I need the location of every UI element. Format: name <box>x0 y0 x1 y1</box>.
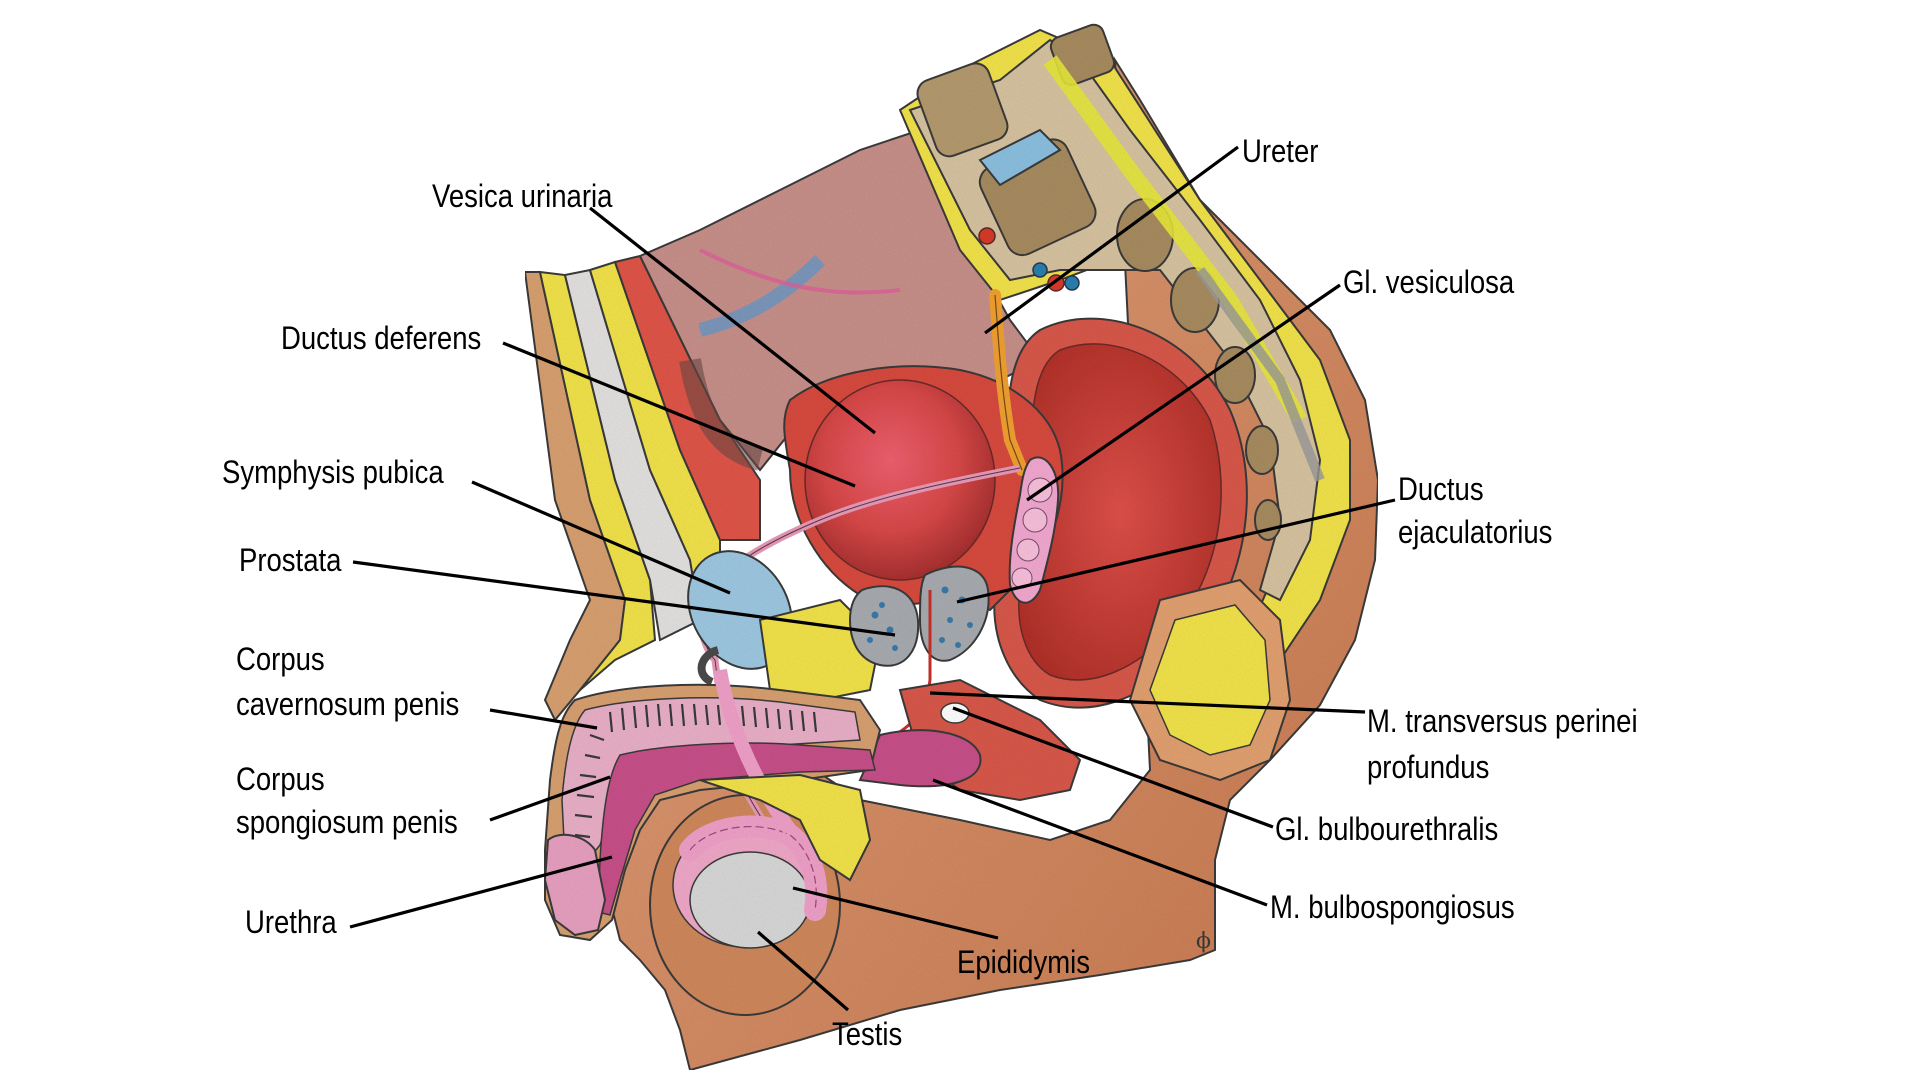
bladder-lumen <box>804 379 996 581</box>
label-vesica-urinaria: Vesica urinaria <box>432 179 613 214</box>
label-testis: Testis <box>832 1017 902 1052</box>
label-ductus-deferens: Ductus deferens <box>281 321 481 356</box>
epididymis-outline <box>689 825 817 911</box>
label-corpus-spongiosum-line2: spongiosum penis <box>236 805 458 840</box>
seminal-vesicle-lobe-3 <box>1016 538 1040 562</box>
leader-urethra <box>349 855 613 929</box>
vessel-artery-1 <box>978 227 996 245</box>
anal-sphincter-fat <box>1149 604 1271 756</box>
leader-gl-bulbourethralis <box>952 706 1274 829</box>
leader-corpus-spongiosum <box>489 775 611 822</box>
leader-vesica-urinaria <box>589 206 876 435</box>
leader-m-transversus <box>929 691 1366 714</box>
label-ductus-ejaculatorius-line2: ejaculatorius <box>1398 515 1552 550</box>
label-corpus-cavernosum-line2: cavernosum penis <box>236 687 459 722</box>
spinal-canal-gray <box>1195 267 1325 482</box>
label-gl-bulbourethralis: Gl. bulbourethralis <box>1275 812 1498 847</box>
label-m-transversus-line2: profundus <box>1367 750 1489 785</box>
perineal-fat <box>699 773 872 882</box>
artist-signature: ϕ <box>1196 929 1211 954</box>
testis-body <box>689 851 811 949</box>
label-prostata: Prostata <box>239 543 342 578</box>
sacral-segment-3 <box>1214 346 1256 404</box>
label-urethra: Urethra <box>245 905 337 940</box>
labels: Vesica urinaria Ductus deferens Symphysi… <box>222 134 1638 1052</box>
leader-testis <box>756 930 850 1012</box>
seminal-vesicle-lobe-2 <box>1022 507 1048 533</box>
sacral-segment-4 <box>1245 425 1279 475</box>
peritoneal-vessel-blue <box>698 255 825 337</box>
penile-bulb <box>858 729 982 788</box>
intervertebral-disc <box>978 128 1062 187</box>
label-ureter: Ureter <box>1242 134 1318 169</box>
label-m-transversus-line1: M. transversus perinei <box>1367 704 1638 739</box>
leader-ureter <box>984 145 1239 335</box>
ureter-outline <box>994 294 1023 471</box>
peritoneal-vessel-pink <box>699 248 901 295</box>
label-symphysis-pubica: Symphysis pubica <box>222 455 444 490</box>
label-corpus-spongiosum-line1: Corpus <box>236 762 325 797</box>
symphysis-hook <box>697 646 720 686</box>
spermatic-cord <box>713 668 796 835</box>
leader-epididymis <box>792 886 999 940</box>
leader-m-bulbospongiosus <box>932 778 1268 907</box>
label-gl-vesiculosa: Gl. vesiculosa <box>1343 265 1515 300</box>
corpus-cavernosum <box>561 697 861 872</box>
coccyx <box>1254 499 1282 541</box>
prostate-right-lobe <box>918 565 990 662</box>
leader-corpus-cavernosum <box>489 708 598 730</box>
vessel-vein-1 <box>1032 262 1048 278</box>
prostate-left-lobe <box>848 585 920 667</box>
leader-ductus-deferens <box>502 341 856 488</box>
leader-lines <box>349 145 1396 1012</box>
label-epididymis: Epididymis <box>957 945 1090 980</box>
cavernous-spaces <box>574 703 818 839</box>
glans-penis <box>543 833 607 937</box>
leader-gl-vesiculosa <box>1026 283 1341 502</box>
leader-symphysis-pubica <box>471 480 731 595</box>
label-ductus-ejaculatorius-line1: Ductus <box>1398 472 1484 507</box>
illustration: ϕ <box>523 23 1380 1072</box>
vertebra-l5 <box>916 62 1009 158</box>
label-corpus-cavernosum-line1: Corpus <box>236 642 325 677</box>
vessel-vein-2 <box>1064 275 1080 291</box>
label-m-bulbospongiosus: M. bulbospongiosus <box>1270 890 1515 925</box>
leader-ductus-ejaculatorius <box>956 498 1396 604</box>
leader-prostata <box>352 560 896 637</box>
